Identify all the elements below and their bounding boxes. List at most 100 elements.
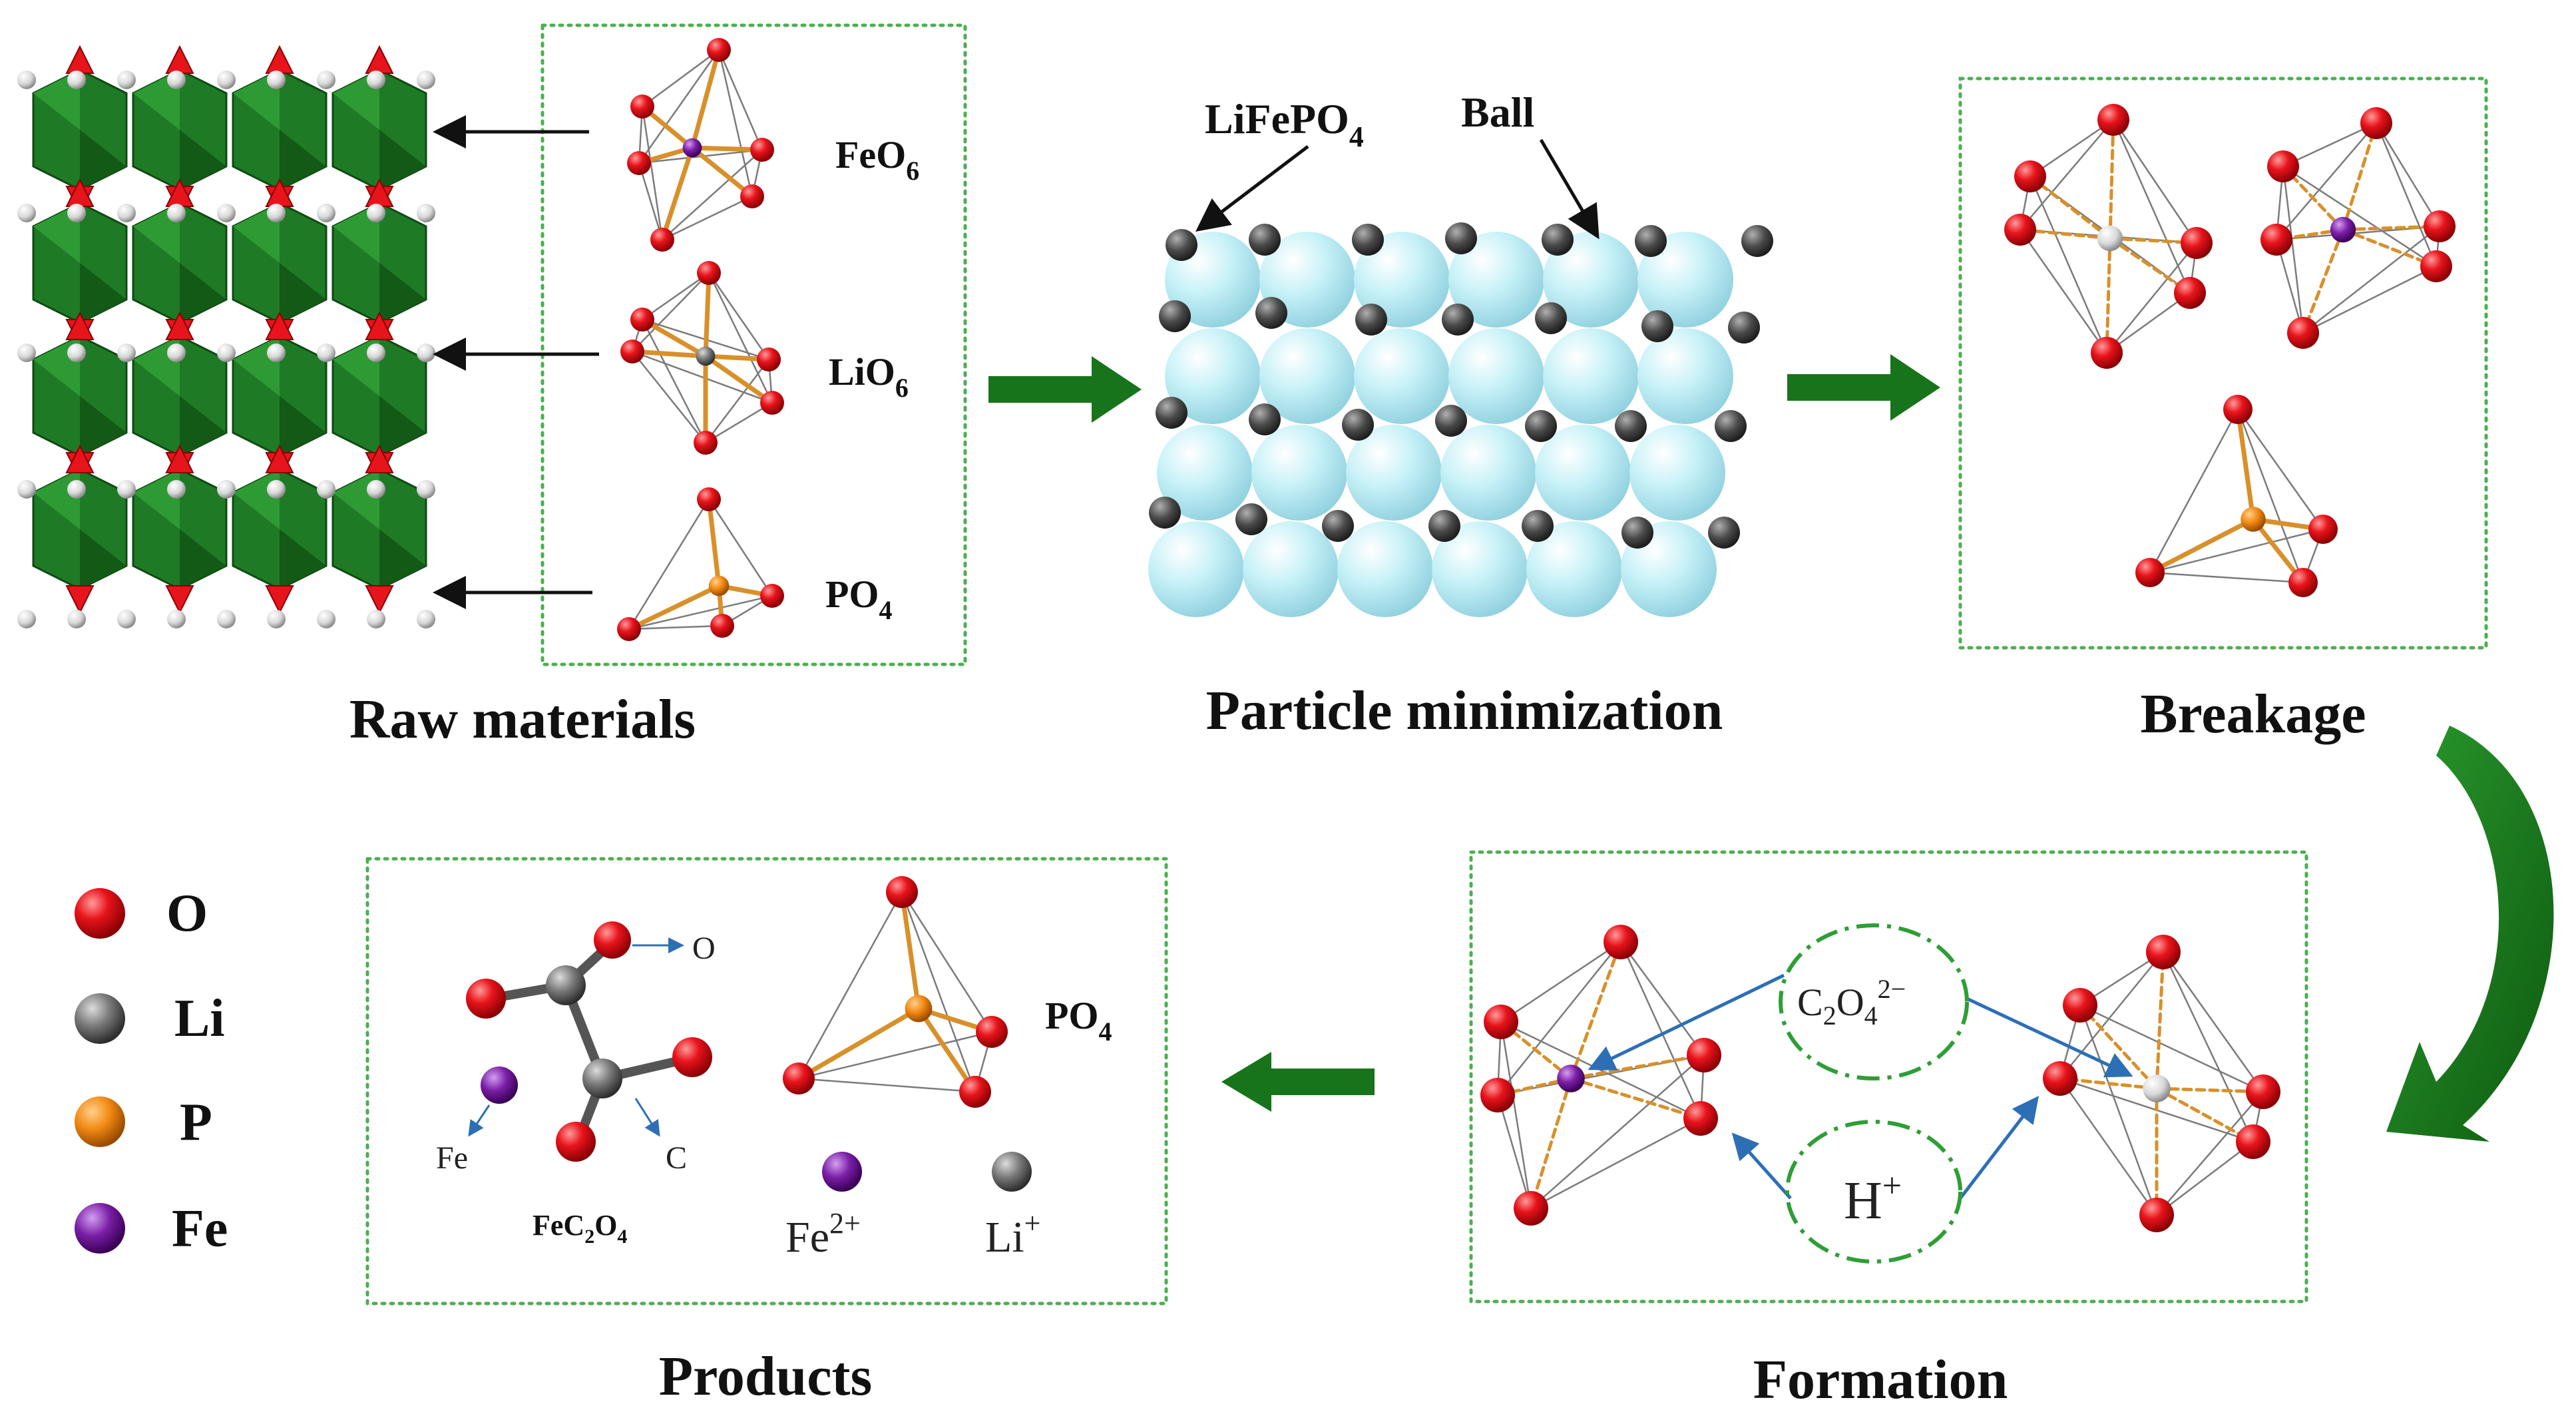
breakage-feo6-oxygen-atom	[2424, 210, 2456, 242]
formation-feo6-oxygen-atom	[1687, 1038, 1721, 1072]
octahedron-face	[333, 203, 379, 263]
milling-ball	[1255, 297, 1287, 329]
li-sphere	[117, 610, 136, 628]
polyhedron-edge	[2302, 265, 2437, 334]
po4-tetrahedron	[165, 311, 194, 340]
po4-tetrahedron	[165, 585, 194, 614]
formation-lio6-oxygen-atom	[2139, 1198, 2174, 1232]
polyhedron-edge	[798, 1031, 992, 1080]
milling-ball	[1621, 517, 1653, 549]
polyhedron-edge	[641, 106, 664, 240]
polyhedron-edge	[708, 272, 770, 360]
polyhedron-edge	[708, 272, 773, 403]
polyhedron-edge	[642, 272, 710, 321]
oxalate-iron-atom	[481, 1066, 518, 1104]
polyhedron-edge	[2162, 951, 2254, 1142]
octahedron-face	[333, 70, 379, 130]
lifepo4-particle	[1448, 232, 1544, 328]
particle-minimization-title: Particle minimization	[1206, 680, 1723, 742]
lifepo4-particle	[1148, 521, 1244, 617]
octahedron-face	[80, 263, 126, 323]
polyhedron-edge	[2302, 226, 2440, 334]
h-arrow-left	[1731, 1132, 1792, 1200]
polyhedron-edge	[2282, 165, 2437, 268]
milling-ball	[1522, 510, 1554, 542]
po4-tetrahedron	[265, 444, 294, 473]
polyhedron-edge	[705, 359, 769, 443]
lifepo4-particle	[1629, 425, 1725, 521]
raw-po4-bond	[706, 497, 722, 589]
polyhedron-edge	[638, 49, 720, 164]
raw-lio6-oxygen-atom	[630, 308, 654, 332]
product-po4-oxygen-atom	[976, 1016, 1008, 1048]
raw-materials-title: Raw materials	[349, 688, 696, 750]
formation-polyhedra	[1480, 925, 2280, 1232]
raw-po4-oxygen-atom	[617, 617, 641, 641]
polyhedron-edge	[2149, 571, 2304, 584]
breakage-polyhedra	[2004, 104, 2456, 597]
formation-lio6-bond	[2078, 1003, 2159, 1090]
li-sphere	[367, 344, 385, 362]
milling-ball	[1442, 304, 1474, 336]
breakage-feo6-bond	[2341, 121, 2378, 232]
formation-feo6-bond	[1529, 1076, 1573, 1210]
formation-feo6-center-atom	[1557, 1065, 1585, 1092]
oxalate-carbon-atom	[546, 965, 586, 1005]
li-sphere	[117, 344, 136, 362]
breakage-lio6-bond	[2108, 118, 2115, 240]
crystal-structure	[17, 45, 435, 628]
polyhedron-edge	[2237, 409, 2324, 530]
li-sphere	[67, 71, 86, 89]
li-sphere	[317, 344, 335, 362]
polyhedron-edge	[2029, 176, 2108, 354]
milling-ball	[1445, 222, 1477, 254]
product-po4-bond	[899, 889, 921, 1011]
polyhedron-edge	[662, 195, 753, 241]
li-sphere	[317, 71, 335, 89]
formation-lio6-bond	[2155, 1086, 2255, 1144]
breakage-po4-oxygen-atom	[2223, 395, 2253, 424]
milling-ball	[1741, 225, 1773, 257]
li-sphere	[267, 480, 286, 499]
li-sphere	[117, 204, 136, 222]
products-molecules	[466, 876, 1032, 1192]
breakage-po4-oxygen-atom	[2308, 515, 2338, 544]
octahedron-face	[33, 469, 80, 529]
formation-lio6-oxygen-atom	[2043, 1061, 2077, 1096]
octahedron-face	[379, 263, 426, 323]
milling-ball	[1435, 405, 1467, 437]
breakage-feo6-oxygen-atom	[2260, 224, 2292, 256]
formation-box	[1469, 850, 2308, 1304]
li-sphere	[417, 204, 435, 222]
breakage-lio6-bond	[2105, 236, 2112, 355]
raw-lio6-oxygen-atom	[697, 261, 721, 285]
li-sphere	[217, 71, 236, 89]
polyhedron-edge	[628, 624, 723, 630]
raw-po4-oxygen-atom	[710, 614, 734, 638]
fe2-ion	[822, 1152, 862, 1192]
lifepo4-particle	[1448, 328, 1544, 424]
li-sphere	[17, 610, 36, 628]
polyhedron-edge	[798, 1077, 976, 1093]
legend: O Li P Fe	[75, 884, 228, 1258]
breakage-feo6-oxygen-atom	[2267, 150, 2299, 182]
raw-feo6-oxygen-atom	[707, 38, 731, 62]
formation-feo6-bond	[1569, 940, 1623, 1080]
po4-tetrahedron	[365, 585, 394, 614]
legend-o-label: O	[166, 884, 208, 943]
legend-li-swatch	[75, 993, 125, 1044]
legend-li-label: Li	[174, 989, 225, 1048]
li-sphere	[267, 344, 286, 362]
po4-tetrahedron	[65, 444, 95, 473]
raw-po4-phosphorus-atom	[708, 575, 730, 596]
raw-feo6-oxygen-atom	[750, 138, 774, 162]
raw-lio6-bond	[703, 354, 775, 405]
li-sphere	[367, 480, 385, 499]
li-sphere	[217, 204, 236, 222]
li-sphere	[217, 610, 236, 628]
po4-tetrahedron	[365, 311, 394, 340]
formation-feo6-oxygen-atom	[1484, 1005, 1518, 1039]
products-title: Products	[659, 1345, 872, 1407]
product-po4-phosphorus-atom	[905, 995, 933, 1023]
lifepo4-particle	[1535, 425, 1631, 521]
